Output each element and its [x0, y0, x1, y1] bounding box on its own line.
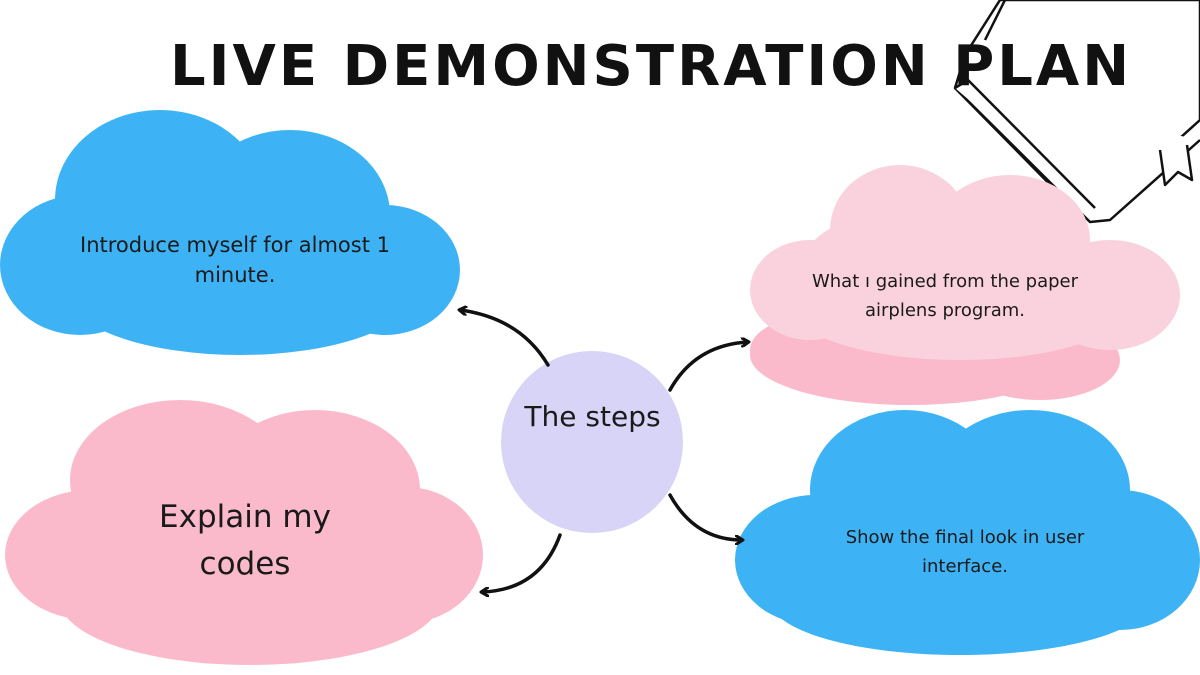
- step-codes-text: Explain my codes: [159, 499, 331, 582]
- notebook-icon: [953, 0, 1200, 224]
- page-title: LIVE DEMONSTRATION PLAN: [170, 34, 1133, 99]
- arrow-to-final: [668, 493, 742, 540]
- step-intro-text: Introduce myself for almost 1 minute.: [80, 233, 390, 288]
- curved-arrow-icon: [460, 310, 748, 592]
- cloud-gained: [750, 165, 1180, 405]
- center-label: The steps: [524, 400, 661, 433]
- step-final-text: Show the final look in user interface.: [845, 527, 1085, 577]
- arrow-to-gained: [668, 342, 748, 392]
- cloud-codes: [5, 400, 483, 665]
- cloud-intro: [0, 110, 460, 355]
- center-node: [501, 351, 683, 533]
- arrow-to-codes: [482, 533, 562, 592]
- step-gained-text: What ı gained from the paper airplens pr…: [811, 271, 1079, 321]
- cloud-final: [735, 410, 1200, 655]
- arrow-to-intro: [460, 310, 550, 367]
